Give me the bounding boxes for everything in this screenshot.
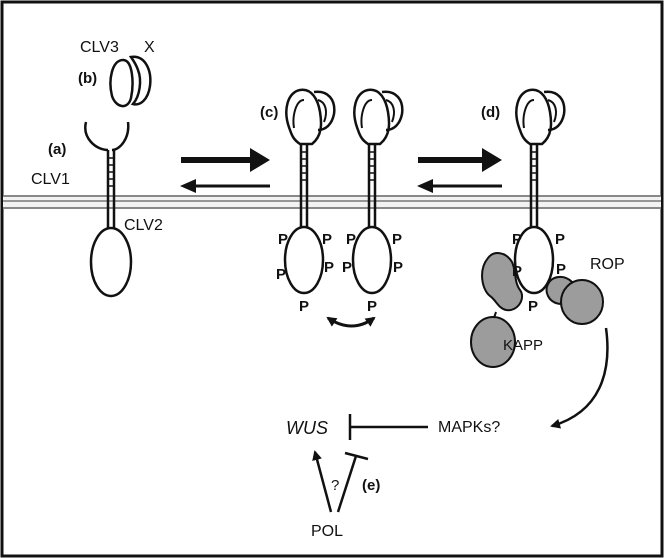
label-clv3: CLV3 [80, 39, 119, 56]
label-panel-a: (a) [48, 141, 66, 158]
mapk-inhibits-wus [350, 414, 428, 440]
label-rop: ROP [590, 256, 625, 273]
ligand-clv3-x [110, 57, 150, 106]
label-mapks: MAPKs? [438, 419, 500, 436]
label-kapp: KAPP [503, 337, 543, 354]
phospho-c9: P [393, 259, 403, 276]
phospho-d4: P [556, 261, 566, 278]
phospho-d2: P [555, 231, 565, 248]
phospho-d5: P [528, 298, 538, 315]
phospho-c4: P [324, 259, 334, 276]
label-panel-d: (d) [481, 104, 500, 121]
label-clv2: CLV2 [124, 217, 163, 234]
rop-to-mapk-arrow [552, 328, 607, 426]
label-x: X [144, 39, 155, 56]
phospho-c7: P [392, 231, 402, 248]
label-panel-b: (b) [78, 70, 97, 87]
label-panel-c: (c) [260, 104, 278, 121]
pol-activates-wus-arrow [315, 452, 331, 512]
label-panel-e: (e) [362, 477, 380, 494]
phospho-c6: P [346, 231, 356, 248]
rop-protein [547, 277, 604, 324]
label-question: ? [331, 477, 339, 494]
phospho-d3: P [512, 263, 522, 280]
phospho-c10: P [367, 298, 377, 315]
phospho-c1: P [278, 231, 288, 248]
phospho-d1: P [512, 231, 522, 248]
plasma-membrane [3, 195, 661, 209]
phospho-c8: P [342, 259, 352, 276]
label-wus: WUS [286, 418, 328, 438]
equilibrium-arrows-a-c [180, 148, 270, 193]
phospho-c5: P [299, 298, 309, 315]
transphosphorylation-arrow [328, 318, 374, 326]
equilibrium-arrows-c-d [417, 148, 502, 193]
phospho-c3: P [276, 266, 286, 283]
label-pol: POL [311, 523, 343, 540]
label-clv1: CLV1 [31, 171, 70, 188]
phospho-c2: P [322, 231, 332, 248]
